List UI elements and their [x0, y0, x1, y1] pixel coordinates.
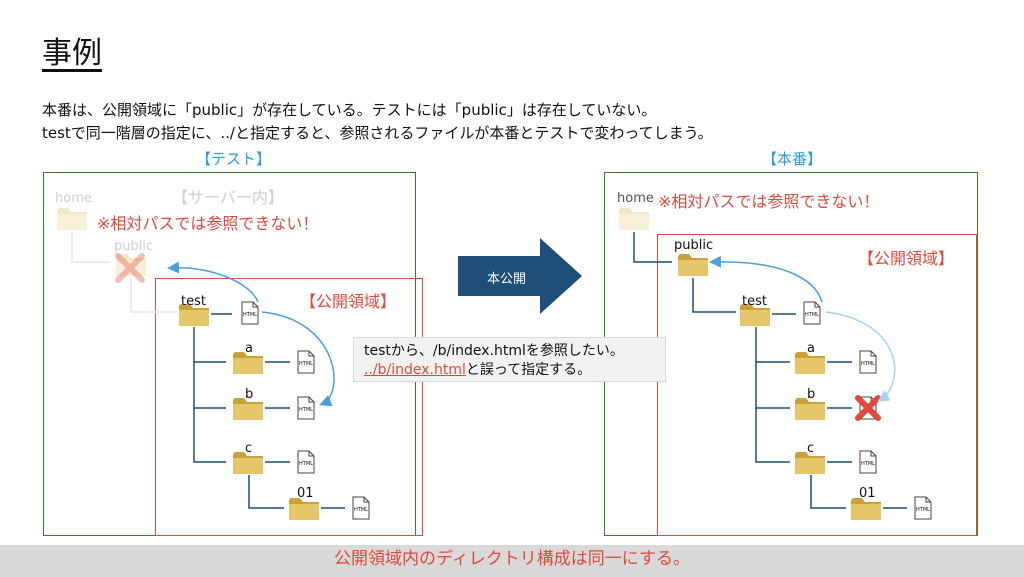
- production-public-area: [657, 234, 977, 536]
- public-area-label: 【公開領域】: [300, 292, 397, 311]
- test-public-area: [155, 278, 423, 536]
- html-label: HTML: [805, 312, 819, 318]
- faded-home-folder: [57, 208, 87, 230]
- callout-line-2: ../b/index.htmlと誤って指定する。: [364, 361, 665, 380]
- folder-01-icon: [289, 498, 319, 520]
- public-folder-icon: [678, 254, 708, 276]
- page-title: 事例: [42, 36, 102, 71]
- test-panel-label: 【テスト】: [196, 150, 272, 168]
- callout-line-1: testから、/b/index.htmlを参照したい。: [364, 343, 624, 359]
- html-label: HTML: [299, 407, 313, 413]
- relative-path-warning: ※相対パスでは参照できない！: [97, 214, 319, 233]
- relative-path-warning: ※相対パスでは参照できない！: [658, 192, 880, 211]
- public-label: public: [114, 239, 154, 254]
- folder-b-label: b: [807, 387, 816, 402]
- folder-c-label: c: [807, 441, 815, 456]
- reference-callout: testから、/b/index.htmlを参照したい。 ../b/index.h…: [353, 337, 666, 382]
- description-line-1: 本番は、公開領域に「public」が存在している。テストには「public」は存…: [42, 101, 657, 119]
- test-folder-label: test: [181, 294, 206, 309]
- html-label: HTML: [861, 361, 875, 367]
- html-label: HTML: [299, 361, 313, 367]
- html-label: HTML: [916, 507, 930, 513]
- faded-home-folder: [619, 208, 649, 230]
- publish-arrow: [458, 238, 582, 314]
- folder-01-label: 01: [297, 486, 314, 501]
- footer-conclusion: 公開領域内のディレクトリ構成は同一にする。: [0, 545, 1024, 577]
- missing-public-cross-icon: [115, 253, 145, 283]
- home-label: home: [617, 191, 654, 206]
- html-label: HTML: [861, 461, 875, 467]
- server-label: 【サーバー内】: [172, 188, 284, 207]
- home-label: home: [55, 191, 92, 206]
- production-panel-label: 【本番】: [762, 150, 823, 168]
- public-label: public: [674, 238, 714, 253]
- publish-arrow-label: 本公開: [487, 272, 527, 287]
- folder-c-label: c: [245, 441, 253, 456]
- callout-line-2-rest: と誤って指定する。: [465, 362, 592, 378]
- folder-a-label: a: [245, 341, 253, 356]
- html-label: HTML: [299, 461, 313, 467]
- not-found-cross-icon: [855, 395, 881, 421]
- folder-01-label: 01: [859, 486, 876, 501]
- folder-a-label: a: [807, 341, 815, 356]
- html-label: HTML: [243, 312, 257, 318]
- public-area-label: 【公開領域】: [858, 249, 955, 268]
- callout-wrong-path: ../b/index.html: [364, 362, 466, 378]
- folder-01-icon: [851, 498, 881, 520]
- description-line-2: testで同一階層の指定に、../と指定すると、参照されるファイルが本番とテスト…: [42, 124, 713, 142]
- test-folder-label: test: [742, 294, 767, 309]
- html-label: HTML: [354, 507, 368, 513]
- folder-b-label: b: [245, 387, 254, 402]
